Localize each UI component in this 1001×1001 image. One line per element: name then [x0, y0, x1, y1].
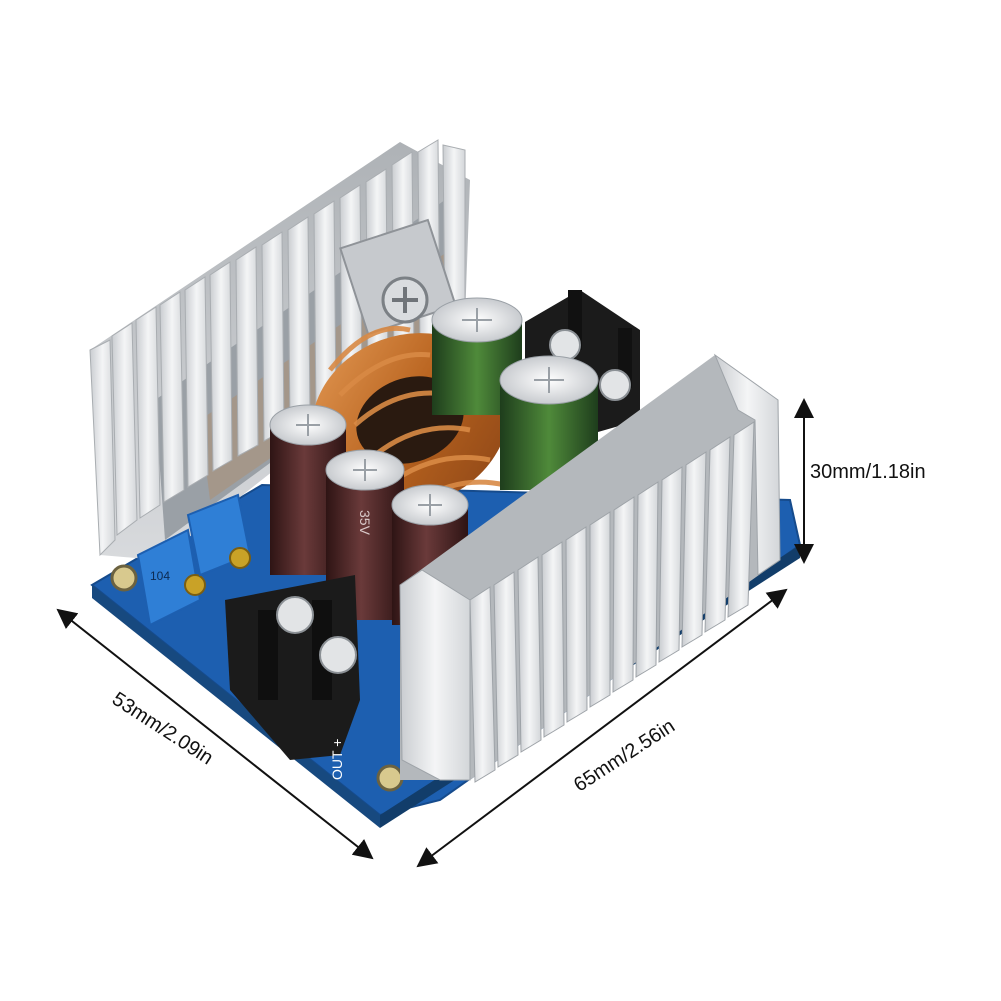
capacitor-marking: 35V: [357, 510, 373, 536]
terminal-screw-icon: [549, 329, 581, 361]
adjust-screw-icon: [184, 574, 206, 596]
mount-hole: [110, 564, 138, 592]
trimmer-marking: 104: [150, 569, 170, 583]
depth-arrow: [56, 608, 374, 860]
width-arrow: [416, 588, 788, 868]
height-dimension-label: 30mm/1.18in: [810, 461, 926, 483]
adjust-screw-icon: [229, 547, 251, 569]
terminal-screw-icon: [276, 596, 314, 634]
back-heatsink: [89, 139, 470, 560]
output-label: OUT +: [329, 739, 345, 780]
terminal-screw-icon: [319, 636, 357, 674]
trimmer-potentiometer: 104: [136, 528, 206, 627]
mount-hole: [376, 764, 404, 792]
terminal-screw-icon: [599, 369, 631, 401]
trimmer-potentiometer: [186, 493, 252, 577]
dimension-arrows: [56, 398, 814, 868]
output-terminal-block: OUT +: [225, 575, 360, 780]
